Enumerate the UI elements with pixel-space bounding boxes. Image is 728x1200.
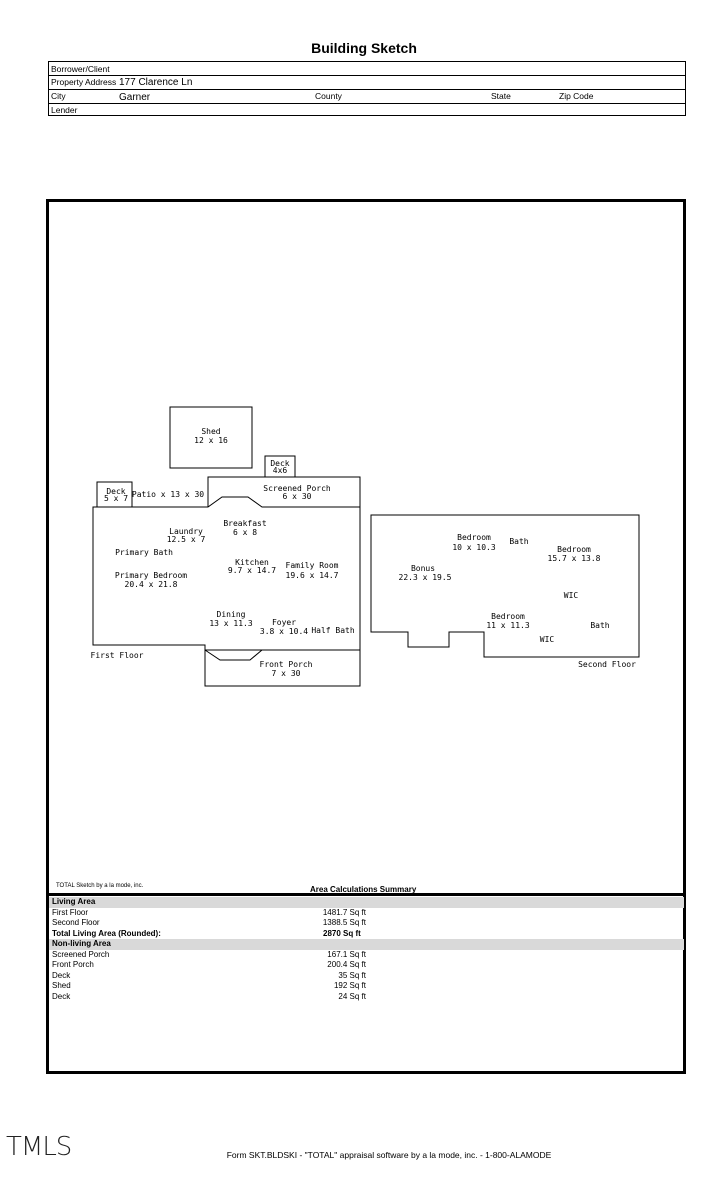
page-title: Building Sketch	[311, 40, 417, 56]
row-name: Deck	[52, 991, 71, 1001]
row-name: Deck	[52, 970, 71, 980]
sketch-frame	[46, 199, 686, 1074]
living-area-label: Living Area	[52, 897, 96, 906]
row-name: Front Porch	[52, 960, 94, 969]
room-primary-bath: Primary Bath	[115, 548, 173, 557]
table-row: First Floor 1481.7 Sq ft	[49, 908, 684, 919]
total-living-row: Total Living Area (Rounded): 2870 Sq ft	[49, 929, 684, 940]
room-laundry-dim: 12.5 x 7	[167, 535, 206, 544]
room-front-porch: Front Porch	[260, 660, 313, 669]
row-value: 167.1 Sq ft	[327, 949, 366, 959]
room-screened-porch-dim: 6 x 30	[283, 492, 312, 501]
room-wic-2: WIC	[540, 635, 555, 644]
borrower-row: Borrower/Client	[49, 62, 685, 76]
room-dining: Dining	[217, 610, 246, 619]
room-shed-dim: 12 x 16	[194, 436, 228, 445]
room-bedroom-1-dim: 10 x 10.3	[452, 543, 496, 552]
address-label: Property Address	[51, 77, 117, 87]
total-living-value: 2870 Sq ft	[323, 928, 361, 938]
row-name: Shed	[52, 981, 71, 990]
room-deck-left: Deck	[106, 487, 125, 496]
room-breakfast-dim: 6 x 8	[233, 528, 257, 537]
city-value: Garner	[119, 92, 151, 103]
label-second-floor: Second Floor	[578, 660, 636, 669]
room-bonus: Bonus	[411, 564, 435, 573]
city-row: City Garner County State Zip Code	[49, 89, 685, 104]
nonliving-area-label: Non-living Area	[52, 939, 111, 948]
room-half-bath: Half Bath	[311, 626, 355, 635]
room-bath-1: Bath	[509, 537, 528, 546]
room-front-porch-dim: 7 x 30	[272, 669, 301, 678]
room-kitchen: Kitchen	[235, 558, 269, 567]
room-kitchen-dim: 9.7 x 14.7	[228, 566, 276, 575]
software-note: TOTAL Sketch by a la mode, inc.	[56, 883, 144, 889]
room-bedroom-2-dim: 15.7 x 13.8	[548, 554, 601, 563]
row-value: 24 Sq ft	[338, 991, 366, 1001]
nonliving-area-header: Non-living Area	[49, 939, 684, 950]
city-label: City	[51, 91, 66, 101]
borrower-label: Borrower/Client	[51, 64, 110, 74]
front-porch-outline	[204, 649, 361, 687]
lender-label: Lender	[51, 105, 78, 115]
table-row: Second Floor 1388.5 Sq ft	[49, 918, 684, 929]
room-breakfast: Breakfast	[223, 519, 267, 528]
row-value: 1388.5 Sq ft	[322, 918, 366, 927]
total-living-label: Total Living Area (Rounded):	[52, 928, 161, 938]
state-label: State	[491, 91, 511, 101]
first-floor-outline	[92, 496, 361, 651]
row-name: First Floor	[52, 907, 88, 917]
summary-divider	[48, 893, 685, 896]
table-row: Deck 35 Sq ft	[49, 971, 684, 982]
room-family-room: Family Room	[286, 561, 339, 570]
lender-row: Lender	[49, 103, 685, 116]
room-laundry: Laundry	[169, 527, 203, 536]
room-deck-small: Deck	[270, 459, 289, 468]
room-primary-bedroom-dim: 20.4 x 21.8	[125, 580, 178, 589]
room-dining-dim: 13 x 11.3	[209, 619, 253, 628]
row-value: 192 Sq ft	[333, 981, 366, 990]
tmls-logo: TMLS	[6, 1132, 72, 1162]
address-row: Property Address 177 Clarence Ln	[49, 75, 685, 90]
form-footer: Form SKT.BLDSKI - "TOTAL" appraisal soft…	[226, 1150, 552, 1160]
room-primary-bedroom: Primary Bedroom	[115, 571, 187, 580]
label-first-floor: First Floor	[91, 651, 144, 660]
zip-label: Zip Code	[559, 91, 594, 101]
shed-outline	[169, 406, 253, 469]
room-screened-porch: Screened Porch	[263, 484, 331, 493]
room-family-room-dim: 19.6 x 14.7	[286, 571, 339, 580]
summary-title: Area Calculations Summary	[310, 885, 417, 894]
room-patio: Patio x 13 x 30	[132, 490, 204, 499]
room-deck-left-dim: 5 x 7	[104, 494, 128, 503]
table-row: Front Porch 200.4 Sq ft	[49, 960, 684, 971]
county-label: County	[315, 91, 342, 101]
table-row: Deck 24 Sq ft	[49, 992, 684, 1003]
room-wic-1: WIC	[564, 591, 579, 600]
table-row: Shed 192 Sq ft	[49, 981, 684, 992]
room-bath-2: Bath	[590, 621, 609, 630]
room-bedroom-3-dim: 11 x 11.3	[486, 621, 530, 630]
header-table: Borrower/Client Property Address 177 Cla…	[48, 61, 686, 116]
room-foyer: Foyer	[272, 618, 296, 627]
row-value: 1481.7 Sq ft	[322, 907, 366, 917]
room-bedroom-2: Bedroom	[557, 545, 591, 554]
address-value: 177 Clarence Ln	[119, 77, 193, 88]
screened-porch-outline	[207, 476, 361, 507]
second-floor-outline	[370, 514, 640, 658]
row-name: Second Floor	[52, 918, 100, 927]
room-deck-small-dim: 4x6	[273, 466, 288, 475]
room-bonus-dim: 22.3 x 19.5	[399, 573, 452, 582]
room-foyer-dim: 3.8 x 10.4	[260, 627, 308, 636]
room-shed: Shed	[201, 427, 220, 436]
row-name: Screened Porch	[52, 949, 110, 959]
living-area-header: Living Area	[49, 897, 684, 908]
area-summary-table: Living Area First Floor 1481.7 Sq ft Sec…	[49, 897, 684, 1002]
room-bedroom-3: Bedroom	[491, 612, 525, 621]
row-value: 200.4 Sq ft	[327, 960, 366, 969]
row-value: 35 Sq ft	[338, 970, 366, 980]
table-row: Screened Porch 167.1 Sq ft	[49, 950, 684, 961]
room-bedroom-1: Bedroom	[457, 533, 491, 542]
